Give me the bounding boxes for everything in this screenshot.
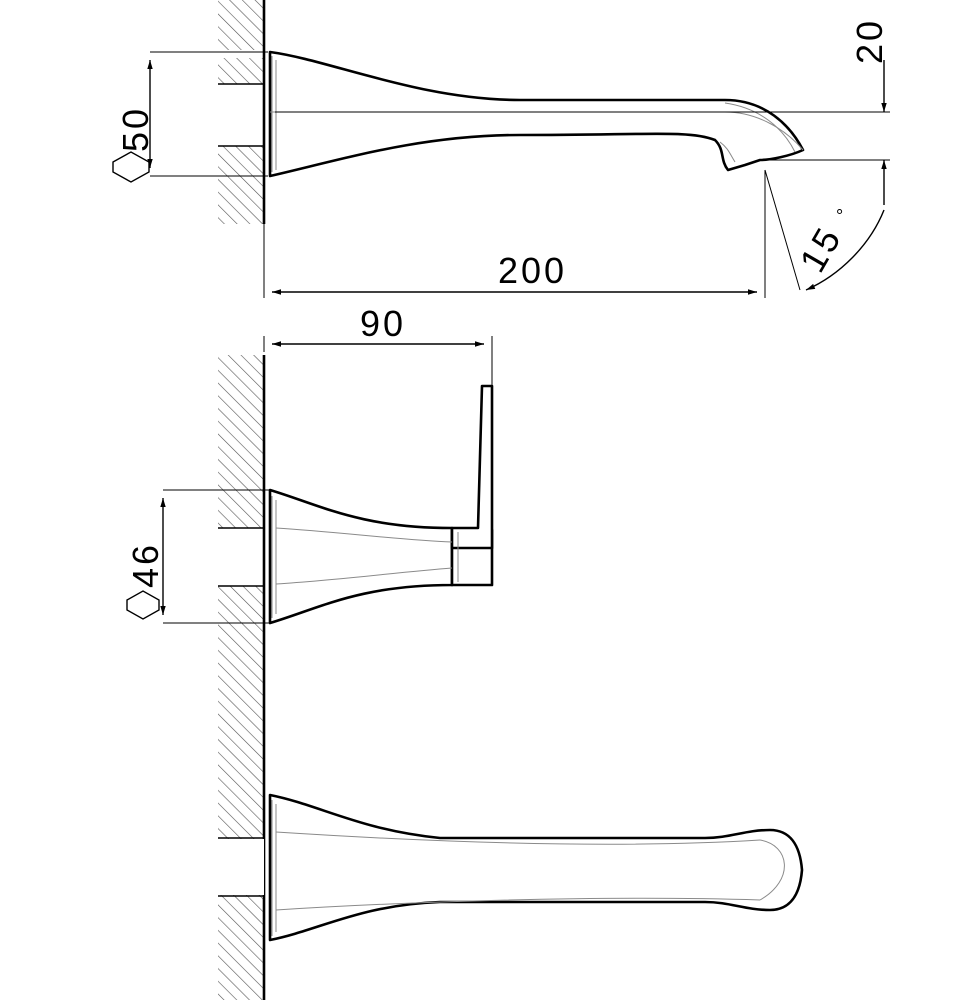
dim-lever-length: 90 [263,303,493,386]
dim-lever-body-height: 46 [125,489,270,624]
dim-spout-angle: 15 ° [764,169,885,291]
dim-label-46: 46 [125,542,166,588]
spout-body [268,50,805,178]
dim-spout-length: 200 [263,170,766,298]
lever-side-view: 90 46 [125,303,494,1000]
wall-hatch [218,837,264,897]
spout-top-view [218,793,804,942]
dim-label-15: 15 [791,219,850,279]
wall-hatch [218,0,266,224]
lever-handle [450,384,494,550]
wall-hatch [218,355,266,1000]
degree-symbol: ° [836,206,843,226]
dim-spout-offset: 20 [275,18,890,205]
spout-side-view: 50 20 200 15 ° [112,0,890,298]
hexagon-icon [112,151,150,183]
hexagon-icon [126,590,160,620]
dim-label-20: 20 [849,18,890,64]
dim-label-90: 90 [360,303,406,344]
dim-label-200: 200 [498,250,567,291]
spout-top-body [268,793,804,942]
dim-spout-height: 50 [112,51,268,183]
dim-label-50: 50 [115,106,156,152]
lever-body [268,488,454,625]
